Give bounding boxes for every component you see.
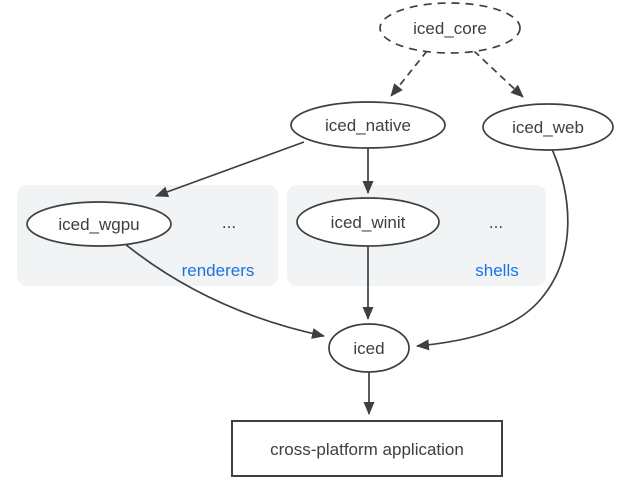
node-iced-web	[482, 103, 614, 151]
edge-iced-core-to-iced-native	[390, 50, 428, 97]
node-iced-core	[379, 2, 521, 54]
node-iced-winit	[296, 197, 440, 247]
edge-iced-web-to-iced	[416, 148, 569, 351]
node-iced-wgpu	[26, 201, 172, 247]
node-application-label: cross-platform application	[270, 440, 464, 459]
node-iced-wgpu-label: iced_wgpu	[58, 215, 139, 234]
node-iced-label: iced	[353, 339, 384, 358]
edge-iced-wgpu-to-iced	[124, 243, 325, 339]
node-application	[231, 420, 503, 477]
node-iced-core-label: iced_core	[413, 19, 487, 38]
node-iced	[328, 323, 410, 373]
renderers-group-label: renderers	[182, 261, 255, 280]
shells-ellipsis: ...	[489, 213, 503, 232]
renderers-ellipsis: ...	[222, 213, 236, 232]
edge-iced-native-to-iced-wgpu	[155, 141, 305, 198]
node-iced-native-label: iced_native	[325, 116, 411, 135]
shells-group-label: shells	[475, 261, 518, 280]
node-iced-web-label: iced_web	[512, 118, 584, 137]
node-iced-native	[290, 101, 446, 149]
edge-iced-core-to-iced-web	[473, 50, 524, 98]
node-iced-winit-label: iced_winit	[331, 213, 406, 232]
